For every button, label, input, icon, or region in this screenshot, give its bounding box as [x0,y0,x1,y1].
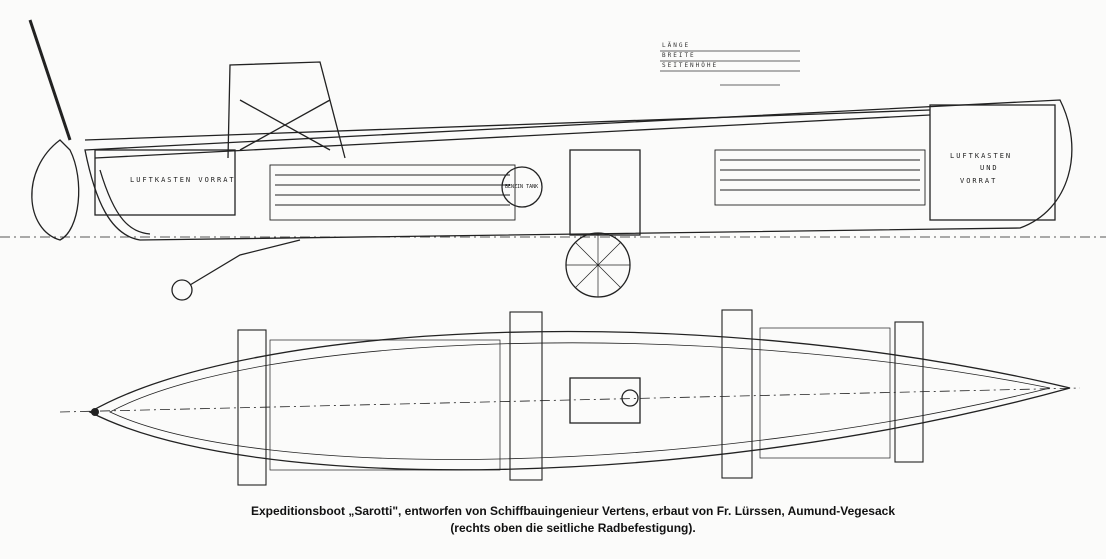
stern-post [91,408,99,416]
canopy [227,61,346,159]
bow-box [929,104,1056,221]
fuel-tank [501,166,543,208]
rudder [31,139,80,241]
spec-height-label: SEITENHÖHE [662,62,719,69]
side-hull [84,99,1073,241]
caption-line-1: Expeditionsboot „Sarotti", entworfen von… [250,504,895,518]
plan-engine [569,377,641,424]
label-bow-box-1: LUFTKASTEN [950,152,1012,160]
thwarts [237,309,924,486]
spec-width-label: BREITE [662,52,696,59]
flag-pole [28,19,72,141]
label-tank: BENZIN TANK [505,184,538,190]
label-bow-box-3: VORRAT [960,177,997,185]
seat-slats-fwd [714,149,926,206]
seat-slats-aft [269,164,516,221]
label-bow-box-2: UND [980,164,999,172]
stern-box [94,149,236,216]
plan-hull [88,330,1071,471]
caption-line-2: (rechts oben die seitliche Radbefestigun… [450,521,696,535]
tail-wheel [171,279,193,301]
spec-length-label: LÄNGE [662,42,691,49]
engine [569,149,641,236]
label-stern-box: LUFTKASTEN VORRAT [130,176,236,184]
